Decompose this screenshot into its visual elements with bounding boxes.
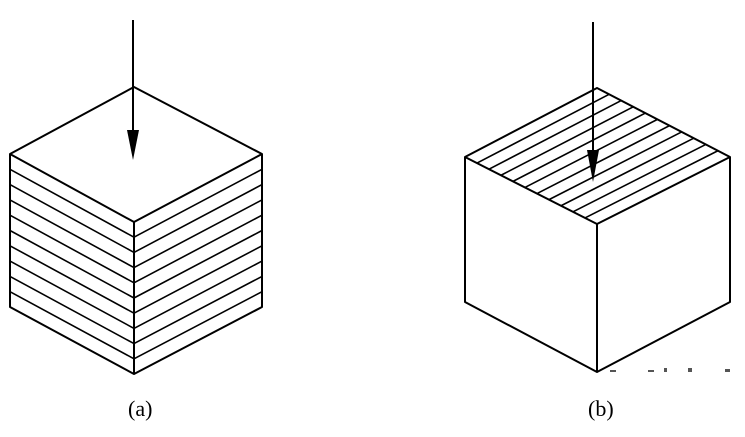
panel-b-cube xyxy=(464,87,731,373)
panel-b-layer-line xyxy=(488,99,622,170)
panel-a-layer-line xyxy=(9,168,263,238)
panel-b-layer-line xyxy=(584,150,719,219)
panel-b-layer-line xyxy=(536,124,670,195)
panel-b-layer-line xyxy=(500,106,634,176)
panel-a-layer-line xyxy=(9,183,263,254)
panel-a-layer-line xyxy=(9,214,263,284)
panel-a-layer-line xyxy=(9,260,263,330)
panel-b-cube-outline xyxy=(464,87,731,373)
caption-panel-b: (b) xyxy=(588,396,614,421)
panel-a-cube xyxy=(9,86,263,375)
caption-panel-a: (a) xyxy=(128,396,153,421)
panel-b-top-face-front-edges xyxy=(464,156,731,225)
panel-b-layer-lines xyxy=(476,93,719,219)
panel-a-layer-line xyxy=(9,290,263,360)
panel-b-layer-line xyxy=(548,131,683,201)
panel-a-layer-line xyxy=(9,275,263,345)
panel-a-layer-lines xyxy=(9,168,263,360)
panel-a-layer-line xyxy=(9,199,263,269)
panel-a-load-arrow xyxy=(127,20,139,160)
panel-a-top-face-front-edges xyxy=(9,153,263,223)
scan-specks xyxy=(610,368,730,372)
panel-b-layer-line xyxy=(572,143,707,213)
panel-b-load-arrow xyxy=(587,22,599,182)
panel-b-layer-line xyxy=(512,112,646,183)
panel-b-layer-line xyxy=(560,137,695,207)
panel-b-layer-line xyxy=(476,93,610,164)
panel-a-layer-line xyxy=(9,229,263,299)
panel-a-layer-line xyxy=(9,245,263,315)
